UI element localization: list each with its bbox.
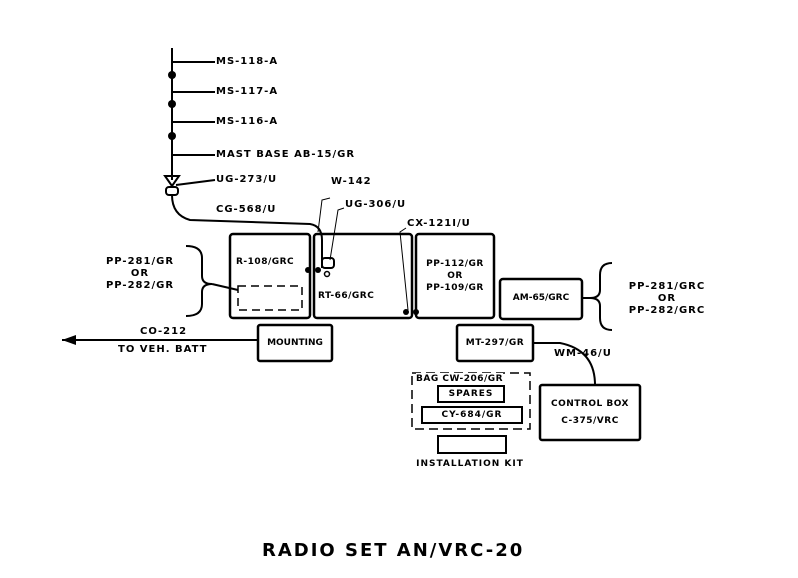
mast-joint-3 — [168, 132, 176, 140]
control-box — [538, 383, 642, 442]
left-power-line1: PP-281/GR — [105, 256, 175, 267]
antenna-item-ms116a: MS-116-A — [216, 116, 279, 127]
rt66-joint — [315, 267, 321, 273]
co212-arrow-icon — [62, 335, 76, 345]
antenna-item-mast-base: MAST BASE AB-15/GR — [216, 149, 356, 160]
r108-box — [228, 232, 312, 320]
pp112-box — [414, 232, 496, 320]
wm46-label: WM-46/U — [554, 348, 612, 359]
ug306-label: UG-306/U — [345, 199, 407, 210]
bag-label: BAG CW-206/GR — [416, 373, 504, 385]
ug273-coupler-icon — [165, 186, 179, 196]
cy684-label: CY-684/GR — [441, 410, 503, 420]
mast-joint-2 — [168, 100, 176, 108]
mounting-box — [256, 323, 334, 363]
left-power-option: PP-281/GR OR PP-282/GR — [90, 256, 190, 292]
ug273-connector-icon — [163, 175, 181, 188]
cx121-joint-left — [403, 309, 409, 315]
left-power-line3: PP-282/GR — [105, 280, 175, 291]
right-power-line1: PP-281/GRC — [628, 281, 706, 292]
left-power-line2: OR — [130, 268, 150, 279]
cx121-label: CX-121I/U — [407, 218, 471, 229]
mast-joint-1 — [168, 71, 176, 79]
r108-label: R-108/GRC — [236, 257, 295, 267]
installation-kit-box — [437, 435, 507, 454]
control-box-line2: C-375/VRC — [561, 416, 619, 426]
wm46-cable — [533, 342, 596, 386]
power-slot-dashed — [237, 285, 303, 311]
spares-label: SPARES — [448, 389, 494, 399]
rt66-jack-icon — [323, 270, 331, 278]
w142-leader — [317, 197, 331, 233]
antenna-item-ms117a: MS-117-A — [216, 86, 279, 97]
co212-note: TO VEH. BATT — [118, 344, 208, 355]
co212-label: CO-212 — [140, 326, 188, 337]
rt66-box — [312, 232, 414, 320]
cy684-box — [421, 406, 523, 424]
r108-joint — [305, 267, 311, 273]
ug273-leader — [175, 179, 216, 186]
left-brace-leader — [211, 283, 239, 291]
pp112-line1: PP-112/GR — [426, 259, 484, 269]
ug306-leader — [329, 207, 345, 261]
diagram-title: RADIO SET AN/VRC-20 — [262, 540, 525, 561]
am65-label: AM-65/GRC — [512, 293, 570, 303]
cg568-label: CG-568/U — [216, 204, 277, 215]
right-power-option: PP-281/GRC OR PP-282/GRC — [612, 281, 722, 317]
pp112-line2: OR — [447, 271, 463, 281]
cx121-joint-right — [413, 309, 419, 315]
rt66-label: RT-66/GRC — [318, 291, 375, 301]
ug273-label: UG-273/U — [216, 174, 278, 185]
right-power-line3: PP-282/GRC — [628, 305, 706, 316]
mt297-label: MT-297/GR — [465, 338, 525, 348]
cx121-leader — [399, 227, 409, 311]
mounting-label: MOUNTING — [267, 338, 323, 348]
installation-kit-label: INSTALLATION KIT — [416, 459, 524, 469]
w142-label: W-142 — [331, 176, 372, 187]
pp112-line3: PP-109/GR — [426, 283, 484, 293]
control-box-label: CONTROL BOX C-375/VRC — [540, 396, 640, 430]
spares-box — [437, 385, 505, 403]
control-box-line1: CONTROL BOX — [550, 399, 629, 409]
antenna-item-ms118a: MS-118-A — [216, 56, 279, 67]
right-brace — [589, 262, 613, 331]
ug306-connector-icon — [321, 257, 335, 269]
pp112-label: PP-112/GR OR PP-109/GR — [416, 258, 494, 294]
right-power-line2: OR — [657, 293, 677, 304]
